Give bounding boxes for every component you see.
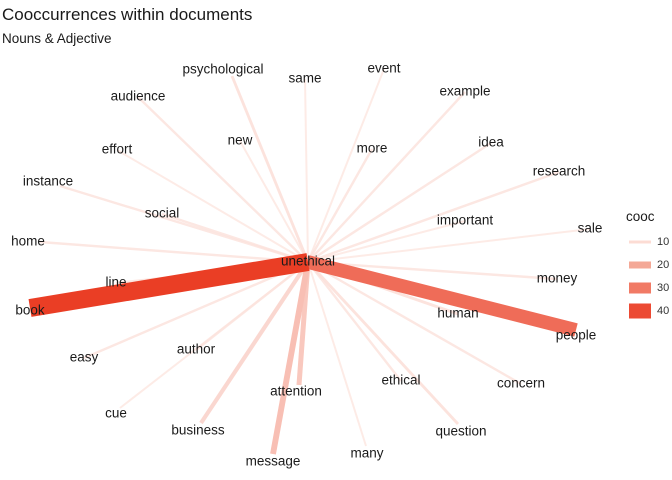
- node-label-instance: instance: [23, 174, 73, 189]
- edge-easy: [83, 260, 309, 360]
- node-label-message: message: [246, 454, 301, 469]
- node-label-people: people: [556, 328, 597, 343]
- node-label-unethical: unethical: [281, 254, 335, 269]
- edge-home: [39, 240, 309, 264]
- node-label-more: more: [357, 141, 388, 156]
- node-label-important: important: [437, 213, 494, 228]
- edge-same: [304, 78, 309, 263]
- edges-layer: [28, 68, 591, 455]
- node-label-research: research: [533, 164, 586, 179]
- node-label-social: social: [145, 206, 180, 221]
- chart-subtitle: Nouns & Adjective: [2, 31, 112, 46]
- legend-label-10: 10: [657, 236, 669, 248]
- edge-important: [307, 220, 466, 263]
- edge-event: [307, 68, 385, 263]
- edge-effort: [116, 149, 309, 263]
- node-label-sale: sale: [578, 221, 603, 236]
- node-label-same: same: [288, 71, 321, 86]
- node-label-money: money: [537, 271, 578, 286]
- edge-example: [307, 91, 466, 263]
- node-label-question: question: [435, 424, 486, 439]
- node-label-easy: easy: [70, 350, 99, 365]
- edge-psychological: [230, 75, 310, 263]
- node-label-book: book: [15, 303, 45, 318]
- edge-ethical: [307, 261, 402, 382]
- node-label-new: new: [228, 133, 253, 148]
- edge-concern: [307, 260, 522, 386]
- edge-social: [161, 212, 309, 264]
- node-label-cue: cue: [105, 406, 127, 421]
- node-label-psychological: psychological: [182, 62, 263, 77]
- edge-book: [28, 253, 310, 317]
- edge-research: [307, 170, 560, 264]
- node-label-human: human: [437, 306, 478, 321]
- legend-label-30: 30: [657, 282, 669, 294]
- legend-label-20: 20: [657, 259, 669, 271]
- node-label-audience: audience: [111, 89, 166, 104]
- edge-idea: [307, 141, 492, 264]
- edge-money: [307, 260, 558, 281]
- edge-author: [195, 261, 309, 351]
- edge-business: [199, 260, 310, 425]
- node-label-author: author: [177, 342, 216, 357]
- edge-many: [307, 261, 367, 447]
- labels-layer: unethical book people message attention busin…: [11, 61, 602, 469]
- edge-sale: [307, 228, 591, 263]
- node-label-effort: effort: [102, 142, 133, 157]
- edge-message: [270, 261, 311, 455]
- edge-new: [239, 140, 309, 263]
- legend-title: cooc: [626, 209, 655, 224]
- node-label-event: event: [367, 61, 400, 76]
- node-label-idea: idea: [478, 135, 504, 150]
- node-label-line: line: [105, 275, 126, 290]
- edge-people: [306, 255, 578, 337]
- node-label-home: home: [11, 234, 45, 249]
- node-label-ethical: ethical: [381, 373, 420, 388]
- node-label-many: many: [350, 446, 383, 461]
- chart-title: Cooccurrences within documents: [2, 5, 253, 24]
- legend-label-40: 40: [657, 305, 669, 317]
- node-label-example: example: [439, 84, 490, 99]
- node-label-business: business: [171, 423, 225, 438]
- node-label-concern: concern: [497, 376, 545, 391]
- edge-audience: [137, 96, 309, 263]
- edge-more: [306, 148, 374, 263]
- node-label-attention: attention: [270, 384, 322, 399]
- edge-question: [306, 261, 460, 425]
